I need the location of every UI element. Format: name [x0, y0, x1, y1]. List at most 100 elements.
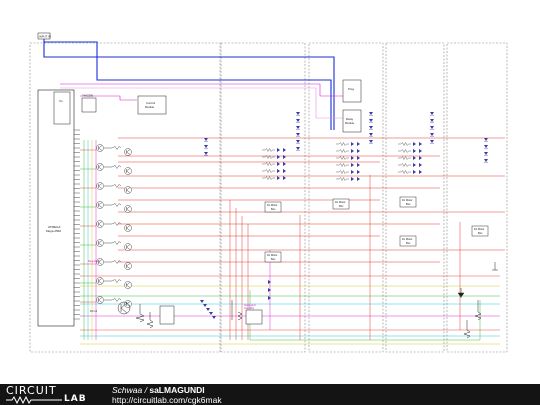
transistor-emitter	[98, 242, 103, 246]
cluster-led	[268, 280, 271, 284]
transistor-collector	[98, 259, 103, 263]
resistor	[104, 279, 122, 283]
motor-box-label: Dc Motor	[402, 198, 413, 202]
frame-d	[385, 42, 445, 353]
schematic-diagram: INPUT IN ATMEGA Mega 2560 Vo 74HC595 Con…	[29, 32, 508, 353]
transistor-emitter	[126, 189, 131, 193]
column-led	[296, 133, 300, 136]
resistor	[104, 203, 122, 207]
bank-resistor	[336, 177, 349, 181]
bank-led	[413, 149, 416, 153]
bank-resistor	[262, 162, 275, 166]
transistor	[96, 258, 104, 266]
bank-led	[351, 156, 354, 160]
motor-box	[471, 225, 489, 237]
resistor	[104, 184, 122, 188]
bank-led	[419, 149, 422, 153]
motor-box	[332, 198, 350, 210]
bank-led	[277, 176, 280, 180]
transistor	[96, 163, 104, 171]
transistor	[124, 224, 132, 232]
control-module-label-2: Module	[145, 105, 155, 109]
author-name[interactable]: Schwaa	[112, 385, 143, 395]
transistor-collector	[126, 187, 131, 191]
transistor-emitter	[98, 166, 103, 170]
bank-resistor	[398, 170, 411, 174]
bank-led	[357, 163, 360, 167]
bank-led	[357, 142, 360, 146]
frame-b	[220, 42, 306, 353]
bank-led	[351, 170, 354, 174]
transistor-emitter	[126, 284, 131, 288]
bank-led	[277, 148, 280, 152]
transistor	[124, 148, 132, 156]
column-led	[204, 145, 208, 148]
cluster-led	[268, 288, 271, 292]
transistor-collector	[98, 278, 103, 282]
transistor-collector	[98, 297, 103, 301]
led-banks	[200, 112, 488, 319]
bank-resistor	[398, 149, 411, 153]
bus-lines	[80, 137, 505, 345]
transistor-collector	[126, 263, 131, 267]
transistor	[96, 239, 104, 247]
right-components	[457, 262, 498, 339]
circuitlab-logo[interactable]: CIRCUIT LAB	[6, 384, 102, 404]
cluster-led	[203, 304, 207, 307]
transistor	[96, 220, 104, 228]
motor-box	[264, 251, 282, 263]
bank-resistor	[398, 163, 411, 167]
motor-box	[399, 235, 417, 247]
transistor-collector	[126, 168, 131, 172]
motor-box-label: Dc Motor	[335, 200, 346, 204]
bank-resistor	[336, 163, 349, 167]
relay-module-label-2: Module	[345, 121, 355, 125]
transistor-collector	[98, 183, 103, 187]
transistor-emitter	[98, 280, 103, 284]
shift-register-label: 74HC595	[82, 94, 94, 98]
column-led	[430, 133, 434, 136]
column-led	[369, 126, 373, 129]
prog-module: Prog	[342, 79, 362, 103]
magenta-bus	[60, 83, 343, 119]
transistor-collector	[126, 282, 131, 286]
bank-led	[351, 149, 354, 153]
bank-led	[351, 142, 354, 146]
logo-wave-icon	[6, 396, 62, 404]
column-led	[430, 140, 434, 143]
motor-driver	[159, 305, 175, 325]
regulator-label: Regulator	[88, 259, 100, 263]
transistor-collector	[126, 244, 131, 248]
column-led	[204, 152, 208, 155]
motor-box-label: Box	[406, 241, 411, 245]
bank-led	[357, 156, 360, 160]
sensor-label-2: Humidity	[244, 306, 255, 310]
transistor-collector	[126, 149, 131, 153]
column-led	[204, 138, 208, 141]
transistor-emitter	[126, 265, 131, 269]
bank-led	[413, 163, 416, 167]
credit-separator: /	[142, 385, 150, 395]
column-led	[430, 119, 434, 122]
circuit-url[interactable]: http://circuitlab.com/cgk6mak	[112, 395, 222, 405]
column-led	[296, 126, 300, 129]
column-led	[484, 152, 488, 155]
transistor-emitter	[98, 223, 103, 227]
circuit-title: saLMAGUNDI	[149, 385, 205, 395]
frame-e	[446, 42, 508, 353]
bank-led	[357, 149, 360, 153]
column-led	[296, 147, 300, 150]
main-transistor	[117, 301, 131, 315]
motor-box	[264, 201, 282, 213]
transistor	[124, 167, 132, 175]
transistor	[124, 186, 132, 194]
control-module-label-1: Control	[146, 101, 155, 105]
column-led	[484, 138, 488, 141]
bank-resistor	[398, 156, 411, 160]
bank-led	[283, 176, 286, 180]
resistor	[104, 165, 122, 169]
input-terminal: INPUT IN	[37, 32, 51, 40]
motor-box	[399, 196, 417, 208]
transistor	[124, 262, 132, 270]
sensor-box	[245, 309, 263, 325]
